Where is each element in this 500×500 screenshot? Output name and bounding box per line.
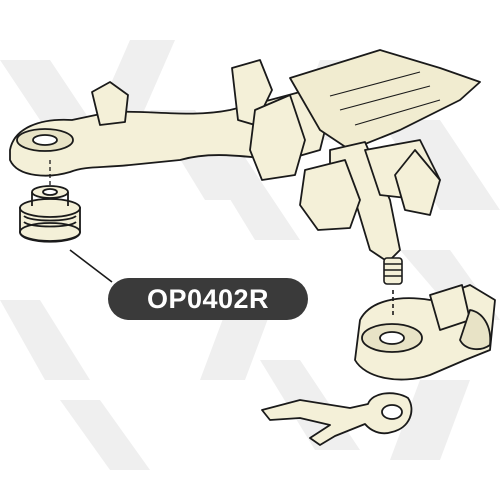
part-number-text: OP0402R	[146, 283, 270, 314]
subframe-drawing	[9, 49, 496, 446]
mount-bushing-icon	[19, 185, 81, 243]
part-number-badge: OP0402R	[108, 278, 308, 320]
leader-line	[69, 249, 113, 283]
small-bushing-icon	[383, 257, 403, 318]
